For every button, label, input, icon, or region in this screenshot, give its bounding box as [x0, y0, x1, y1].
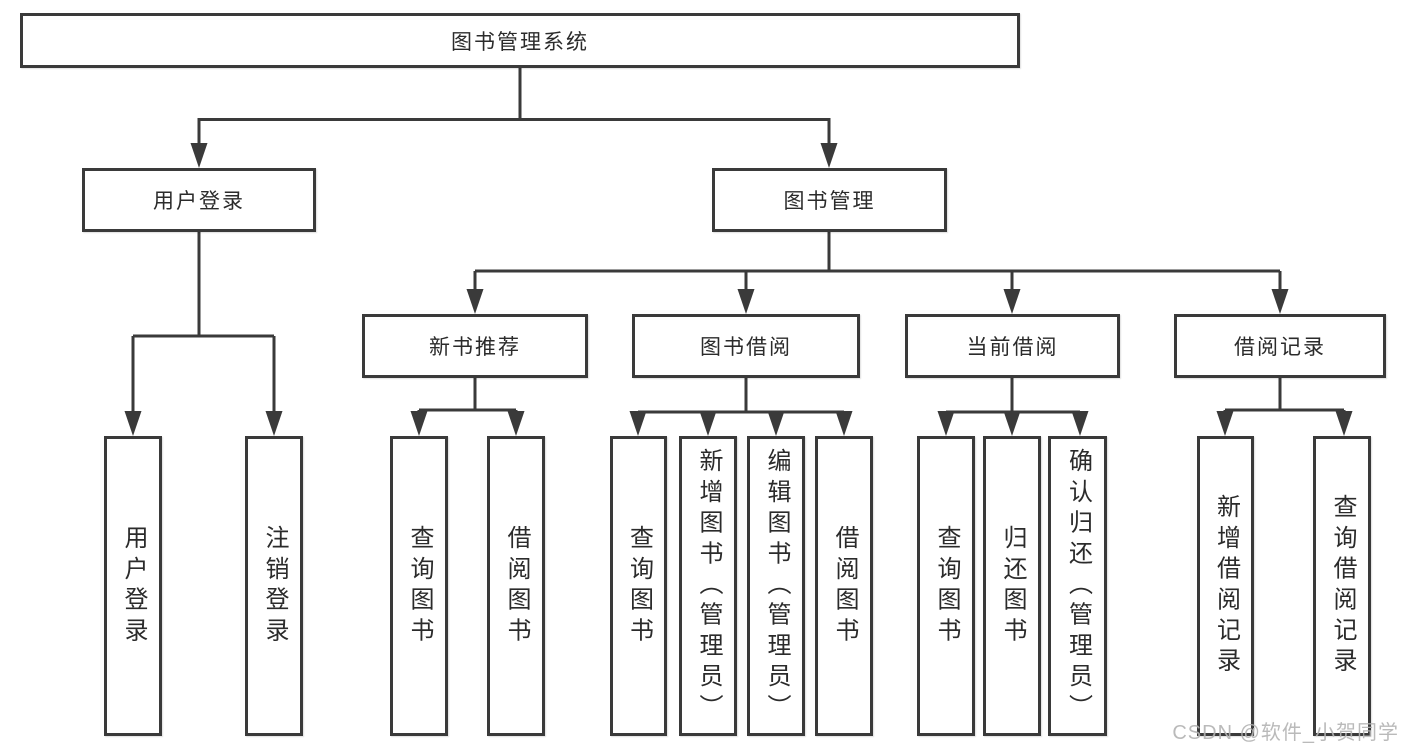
- connector-book-borrow: [636, 378, 846, 416]
- arrowhead-group: [124, 143, 1353, 436]
- connector-root: [197, 68, 831, 146]
- arrowhead: [1335, 411, 1353, 436]
- arrowhead: [410, 411, 428, 436]
- arrowhead: [1071, 411, 1089, 436]
- leaf-user-login: 用户登录: [104, 436, 162, 736]
- arrowhead: [835, 411, 853, 436]
- arrowhead: [124, 411, 142, 436]
- connector-user-login: [131, 232, 276, 414]
- leaf-add-books-admin: 新增图书（管理员）: [679, 436, 737, 736]
- leaf-borrow-books-recommendation: 借阅图书: [487, 436, 545, 736]
- node-current-borrowing: 当前借阅: [905, 314, 1120, 378]
- connector-new-book-rec: [417, 378, 518, 416]
- arrowhead: [507, 411, 525, 436]
- node-library-management-system: 图书管理系统: [20, 13, 1020, 68]
- arrowhead: [629, 411, 647, 436]
- node-book-management: 图书管理: [712, 168, 947, 232]
- arrowhead: [1216, 411, 1234, 436]
- arrowhead: [1003, 411, 1021, 436]
- connector-borrow-record: [1223, 378, 1346, 416]
- node-user-login-branch: 用户登录: [82, 168, 316, 232]
- leaf-query-books-borrowing: 查询图书: [610, 436, 667, 736]
- connector-line-group: [131, 68, 1346, 416]
- node-new-book-recommendation: 新书推荐: [362, 314, 588, 378]
- leaf-edit-books-admin: 编辑图书（管理员）: [747, 436, 805, 736]
- leaf-query-books-current: 查询图书: [917, 436, 975, 736]
- arrowhead: [1003, 289, 1021, 314]
- leaf-return-books: 归还图书: [983, 436, 1041, 736]
- leaf-add-borrow-record: 新增借阅记录: [1197, 436, 1254, 736]
- arrowhead: [190, 143, 208, 168]
- arrowhead: [767, 411, 785, 436]
- node-borrowing-records: 借阅记录: [1174, 314, 1386, 378]
- arrowhead: [466, 289, 484, 314]
- leaf-confirm-return-admin: 确认归还（管理员）: [1048, 436, 1107, 736]
- leaf-query-books-recommendation: 查询图书: [390, 436, 448, 736]
- leaf-borrow-books: 借阅图书: [815, 436, 873, 736]
- arrowhead: [699, 411, 717, 436]
- arrowhead: [937, 411, 955, 436]
- arrowhead: [1271, 289, 1289, 314]
- arrowhead: [737, 289, 755, 314]
- csdn-watermark: CSDN @软件_小贺同学: [1172, 722, 1399, 744]
- connector-current-borrow: [944, 378, 1082, 416]
- leaf-query-borrow-record: 查询借阅记录: [1313, 436, 1371, 736]
- node-book-borrowing: 图书借阅: [632, 314, 860, 378]
- connector-book-mgmt: [473, 232, 1282, 292]
- arrowhead: [820, 143, 838, 168]
- leaf-logout: 注销登录: [245, 436, 303, 736]
- arrowhead: [265, 411, 283, 436]
